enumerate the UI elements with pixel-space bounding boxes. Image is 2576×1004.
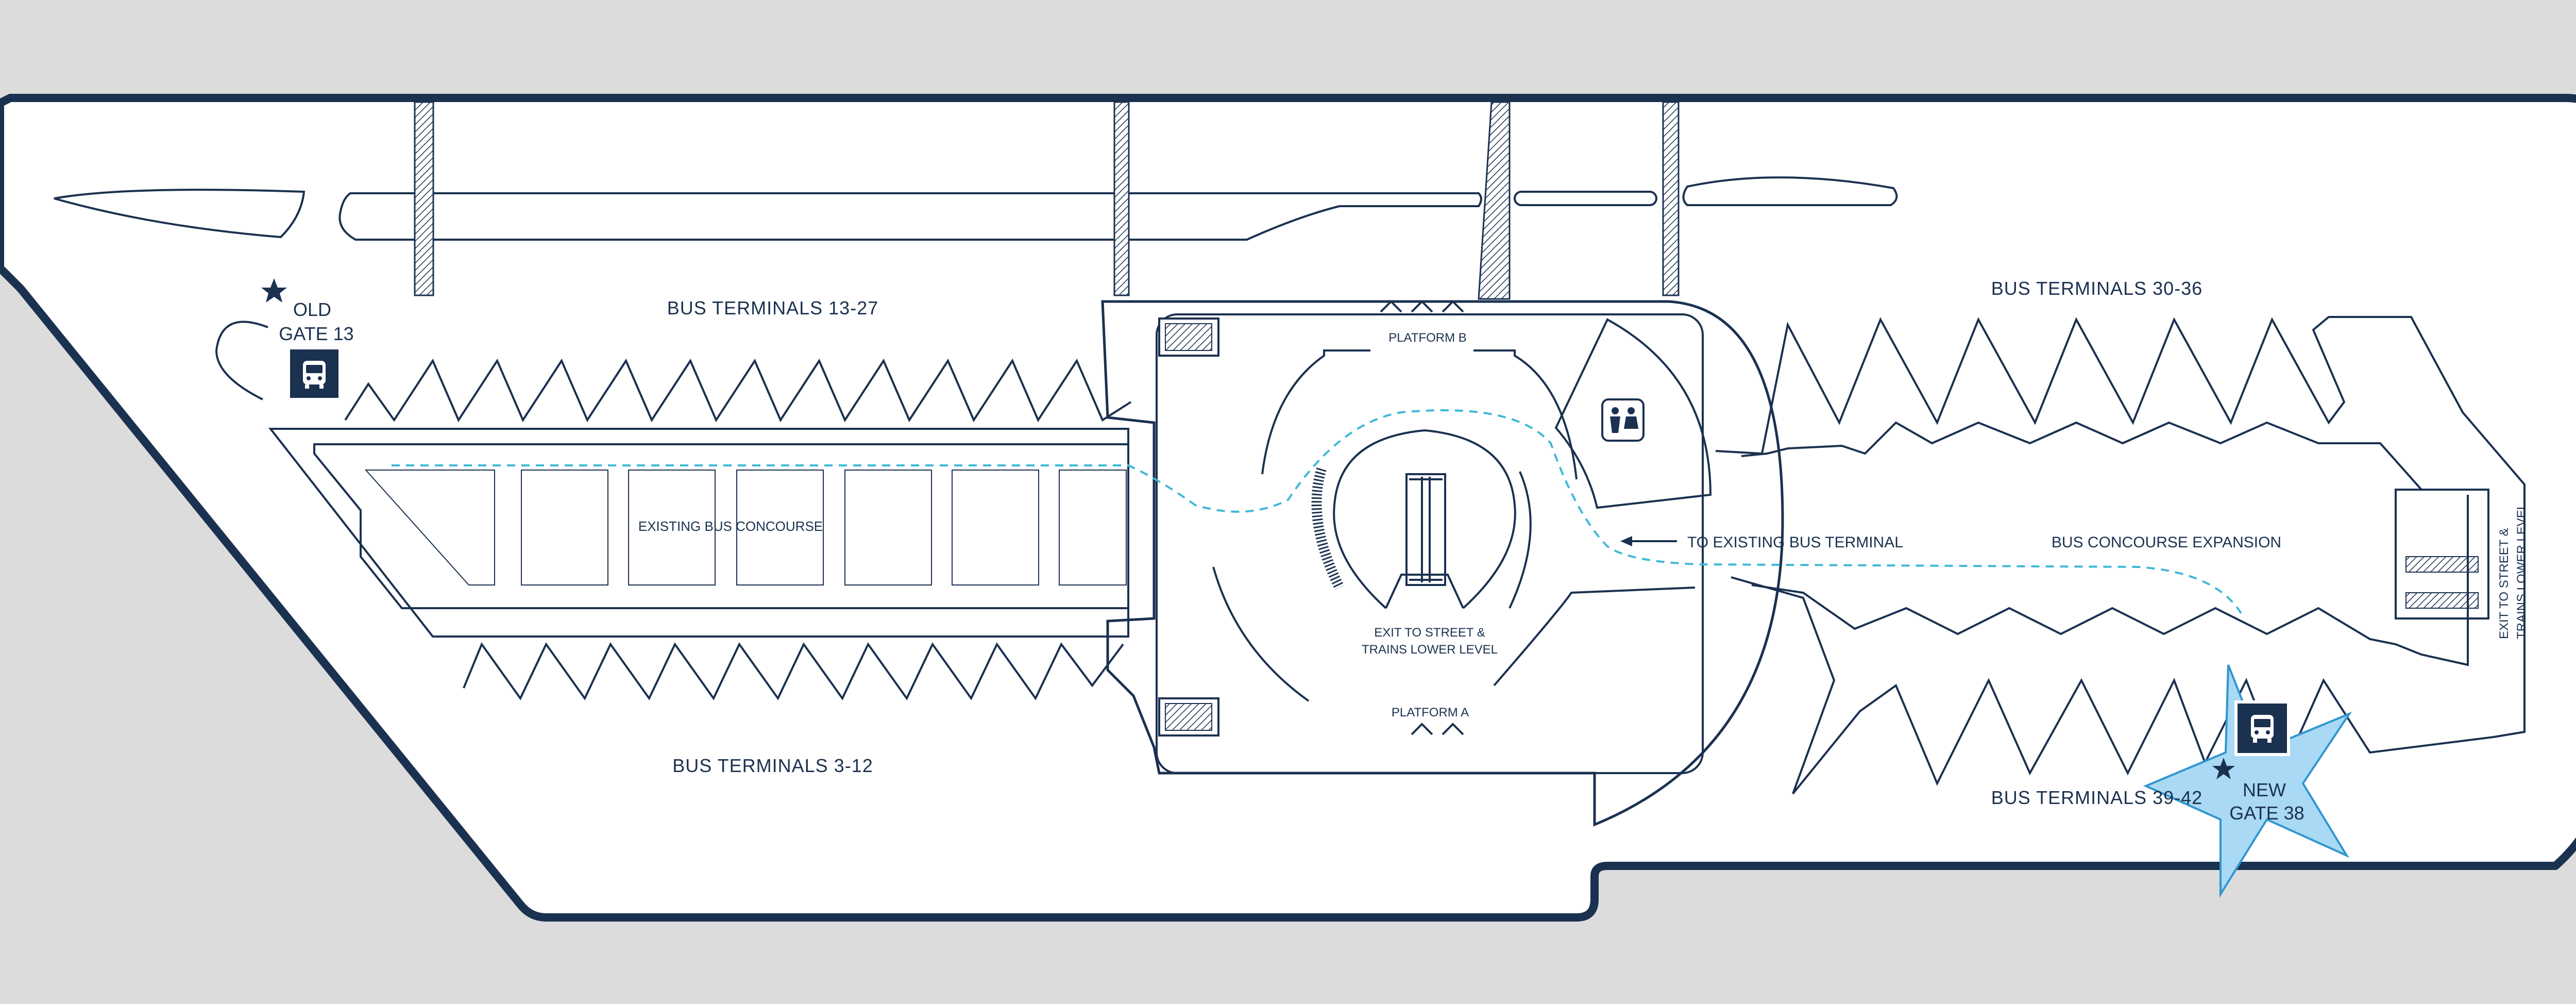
label-exit-center-line2: TRAINS LOWER LEVEL bbox=[1362, 643, 1498, 657]
label-to-existing-bus-terminal: TO EXISTING BUS TERMINAL bbox=[1687, 534, 1903, 551]
inner-wall-ne bbox=[1473, 349, 1578, 480]
new-gate-star-icon bbox=[2212, 758, 2235, 779]
label-existing-bus-concourse: EXISTING BUS CONCOURSE bbox=[638, 518, 823, 534]
old-gate-bay bbox=[215, 321, 268, 400]
concourse-bays bbox=[364, 470, 1127, 585]
column-4 bbox=[1662, 101, 1680, 296]
label-bus-terminals-13-27: BUS TERMINALS 13-27 bbox=[667, 297, 878, 319]
label-bus-terminals-30-36: BUS TERMINALS 30-36 bbox=[1991, 278, 2202, 299]
arrow-to-existing-terminal bbox=[1620, 536, 1677, 546]
column-1 bbox=[414, 101, 434, 296]
inner-wall-se bbox=[1493, 587, 1696, 687]
inner-wall-east bbox=[1554, 318, 1712, 509]
restroom-icon bbox=[1601, 398, 1645, 442]
escalator-icon bbox=[1405, 473, 1446, 586]
escalator-ring bbox=[1333, 429, 1516, 609]
new-gate-star bbox=[2143, 664, 2352, 898]
label-exit-right-line1: EXIT TO STREET & bbox=[2497, 528, 2511, 639]
old-gate-line1: OLD bbox=[293, 299, 331, 320]
island-left bbox=[54, 189, 306, 239]
column-2 bbox=[1113, 101, 1130, 296]
label-bus-terminals-3-12: BUS TERMINALS 3-12 bbox=[672, 755, 873, 776]
escalator-base bbox=[1385, 574, 1464, 609]
new-gate-bus-icon bbox=[2234, 700, 2290, 756]
column-3 bbox=[1478, 101, 1511, 300]
concourse-left-inner bbox=[313, 443, 1129, 609]
terminals-3-12-sawtooth bbox=[463, 642, 1124, 700]
terminals-13-27-sawtooth bbox=[344, 358, 1132, 423]
platform-a-doors bbox=[1411, 723, 1464, 735]
label-platform-b: PLATFORM B bbox=[1388, 331, 1467, 345]
stairs-icon-sw bbox=[1158, 697, 1219, 737]
terminal-floor bbox=[0, 94, 2576, 922]
new-gate-line1: NEW bbox=[2243, 779, 2286, 800]
label-bus-concourse-expansion: BUS CONCOURSE EXPANSION bbox=[2052, 534, 2281, 551]
walking-path bbox=[392, 409, 2242, 614]
escalator-ring-outer-right bbox=[1509, 471, 1532, 609]
old-gate-bus-icon bbox=[287, 346, 342, 401]
expansion-inner bbox=[1741, 421, 2422, 491]
island-long bbox=[338, 192, 1482, 241]
inner-wall-nw bbox=[1261, 349, 1370, 475]
concourse-left-outer bbox=[268, 428, 1129, 638]
island-right bbox=[1682, 176, 1898, 206]
central-hall-core bbox=[1156, 313, 1704, 774]
label-bus-terminals-39-42: BUS TERMINALS 39-42 bbox=[1991, 787, 2202, 808]
stairs-icon-nw bbox=[1158, 317, 1219, 357]
label-exit-right-line2: TRAINS LOWER LEVEL bbox=[2515, 503, 2529, 639]
inner-wall-sw bbox=[1212, 566, 1310, 702]
old-gate-star-icon bbox=[261, 278, 287, 303]
escalator-ring-outer-left bbox=[1311, 467, 1344, 590]
platform-b-doors bbox=[1380, 300, 1464, 313]
central-hall bbox=[1101, 300, 1784, 827]
expansion-top-sawtooth bbox=[1715, 316, 2526, 738]
old-gate-line2: GATE 13 bbox=[279, 323, 353, 344]
label-exit-center-line1: EXIT TO STREET & bbox=[1374, 626, 1485, 640]
island-small bbox=[1514, 191, 1657, 206]
new-gate-line2: GATE 38 bbox=[2229, 802, 2304, 824]
label-platform-a: PLATFORM A bbox=[1392, 706, 1469, 719]
expansion-inner-lower bbox=[1751, 495, 2469, 666]
stairs-icon-east bbox=[2395, 489, 2489, 620]
